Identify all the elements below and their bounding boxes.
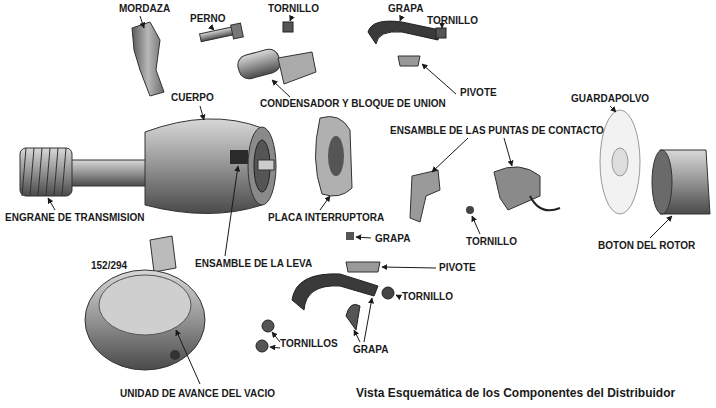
part-label: PLACA INTERRUPTORA — [268, 212, 384, 224]
part-label: GUARDAPOLVO — [571, 93, 649, 105]
part-label: TORNILLO — [402, 291, 453, 303]
caption: Vista Esquemática de los Componentes del… — [356, 386, 675, 400]
part-label: TORNILLOS — [280, 338, 338, 350]
part-label: CUERPO — [171, 92, 214, 104]
part-label: UNIDAD DE AVANCE DEL VACIO — [120, 388, 275, 400]
part-label: BOTON DEL ROTOR — [598, 240, 695, 252]
part-label: TORNILLO — [466, 236, 517, 248]
part-label: GRAPA — [375, 233, 410, 245]
part-label: GRAPA — [353, 344, 388, 356]
part-label: GRAPA — [388, 3, 423, 15]
part-label: ENGRANE DE TRANSMISION — [5, 212, 144, 224]
part-label: PERNO — [190, 13, 226, 25]
part-label: TORNILLO — [427, 15, 478, 27]
part-label: ENSAMBLE DE LAS PUNTAS DE CONTACTO — [390, 125, 604, 137]
part-label: CONDENSADOR Y BLOQUE DE UNION — [260, 98, 446, 110]
part-label: ENSAMBLE DE LA LEVA — [195, 258, 312, 270]
part-label: PIVOTE — [439, 262, 476, 274]
figure-number: 152/294 — [91, 260, 127, 272]
part-label: PIVOTE — [460, 87, 497, 99]
part-label: MORDAZA — [119, 3, 170, 15]
part-label: TORNILLO — [268, 3, 319, 15]
